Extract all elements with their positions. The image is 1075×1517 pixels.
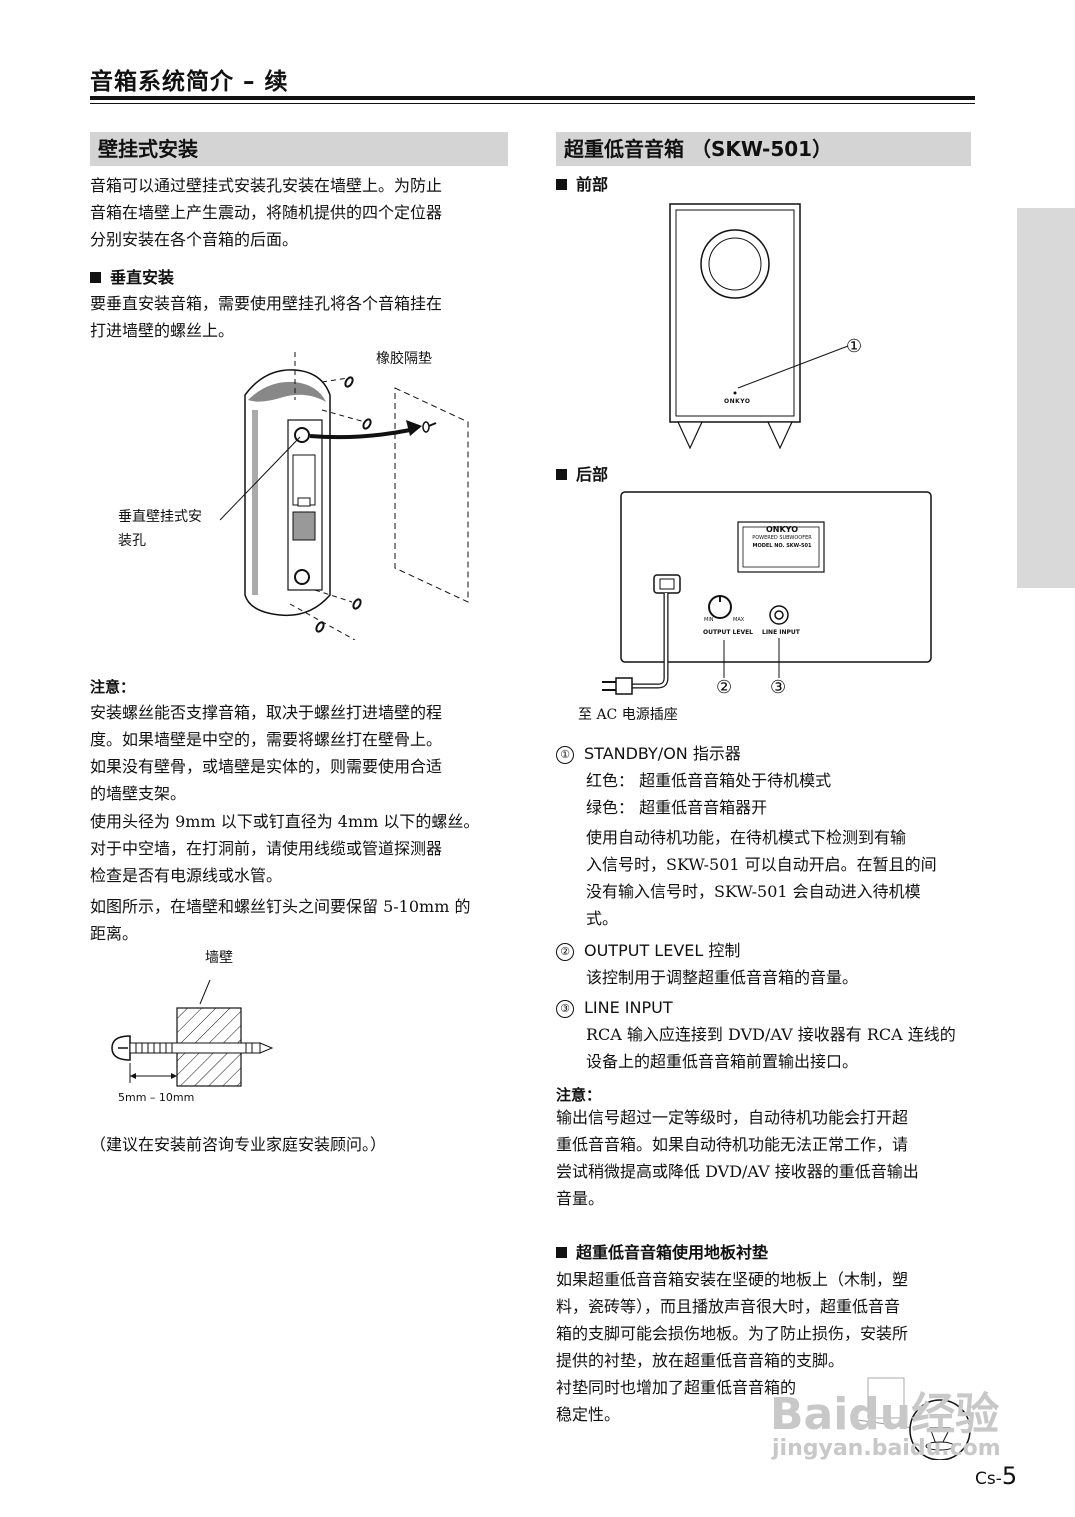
text-line: 音箱可以通过壁挂式安装孔安装在墙壁上。为防止	[90, 176, 443, 195]
note-para-1: 安装螺丝能否支撑音箱，取决于螺丝打进墙壁的程 度。如果墙壁是中空的，需要将螺丝打…	[90, 703, 443, 803]
callout-2: ②	[716, 677, 733, 698]
item-number: ①	[556, 746, 574, 764]
page-number: Cs-5	[975, 1462, 1018, 1490]
floor-pad-illustration	[857, 1377, 971, 1460]
text-line: 打进墙壁的螺丝上。	[90, 321, 235, 340]
square-bullet-icon	[556, 469, 567, 480]
front-heading: 前部	[556, 173, 608, 197]
watermark-brand: Baidu经验	[770, 1389, 1000, 1440]
note-para-3: 如图所示，在墙壁和螺丝钉头之间要保留 5-10mm 的 距离。	[90, 897, 471, 943]
line-input-label: LINE INPUT	[762, 629, 800, 636]
subwoofer-front-illustration	[669, 203, 849, 450]
callout-1: ①	[846, 336, 863, 357]
square-bullet-icon	[556, 179, 567, 190]
knob-max-label: MAX	[733, 617, 745, 623]
text-line: 要垂直安装音箱，需要使用壁挂孔将各个音箱挂在	[90, 294, 443, 313]
wall-mount-illustration	[219, 352, 469, 640]
front-logo: ONKYO	[724, 398, 751, 405]
output-level-label: OUTPUT LEVEL	[703, 629, 754, 636]
rear-heading: 后部	[556, 463, 608, 487]
note-right-text: 输出信号超过一定等级时，自动待机功能会打开超 重低音音箱。如果自动待机功能无法正…	[556, 1108, 919, 1208]
header-rule	[90, 96, 975, 100]
floor-pad-heading: 超重低音音箱使用地板衬垫	[556, 1241, 768, 1265]
vertical-heading: 垂直安装	[90, 266, 174, 290]
ac-outlet-label: 至 AC 电源插座	[578, 707, 678, 723]
note-para-2: 使用头径为 9mm 以下或钉直径为 4mm 以下的螺丝。 对于中空墙，在打洞前，…	[90, 812, 480, 885]
advice-note: （建议在安装前咨询专业家庭安装顾问。）	[90, 1135, 387, 1154]
square-bullet-icon	[90, 272, 101, 283]
subwoofer-rear-illustration	[602, 491, 932, 695]
item-number: ②	[556, 943, 574, 961]
rear-model-plate: ONKYO POWERED SUBWOOFER MODEL NO. SKW-50…	[752, 525, 812, 550]
text-line: 音箱在墙壁上产生震动，将随机提供的四个定位器	[90, 203, 443, 222]
text-line: 分别安装在各个音箱的后面。	[90, 230, 299, 249]
page-title: 音箱系统简介 – 续	[90, 69, 289, 95]
watermark-url: jingyan.baidu.com	[772, 1436, 1001, 1461]
label-mount-hole: 垂直壁挂式安 装孔	[118, 509, 202, 549]
side-tab	[1017, 208, 1075, 588]
knob-min-label: MIN	[704, 617, 714, 623]
vertical-text: 要垂直安装音箱，需要使用壁挂孔将各个音箱挂在 打进墙壁的螺丝上。	[90, 290, 510, 344]
callout-3: ③	[770, 677, 787, 698]
label-rubber-pad: 橡胶隔垫	[376, 351, 432, 367]
note-heading: 注意：	[90, 678, 136, 696]
item-number: ③	[556, 1000, 574, 1018]
square-bullet-icon	[556, 1247, 567, 1258]
section-title-subwoofer: 超重低音音箱 （SKW-501）	[556, 132, 971, 166]
floor-pad-text: 如果超重低音音箱安装在坚硬的地板上（木制，塑 料，瓷砖等），而且播放声音很大时，…	[556, 1270, 909, 1424]
wall-intro: 音箱可以通过壁挂式安装孔安装在墙壁上。为防止 音箱在墙壁上产生震动，将随机提供的…	[90, 172, 510, 253]
header-rule-thin	[90, 103, 975, 104]
note-heading-right: 注意：	[556, 1086, 602, 1104]
label-gap: 5mm – 10mm	[118, 1091, 195, 1104]
section-title-wall-mount: 壁挂式安装	[90, 132, 508, 166]
screw-illustration	[111, 979, 274, 1087]
label-wall: 墙壁	[205, 950, 233, 966]
